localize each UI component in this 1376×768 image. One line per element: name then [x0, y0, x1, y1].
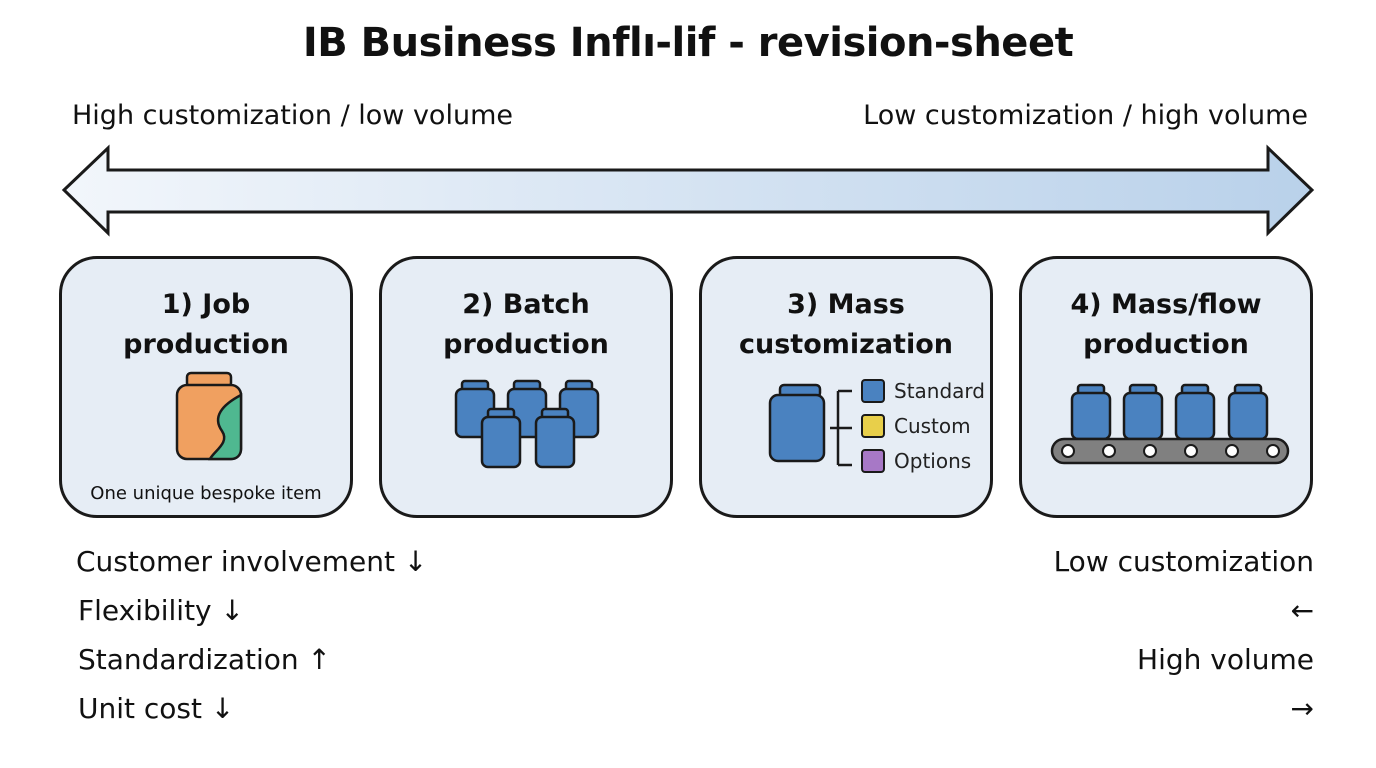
page-title: IB Business Inflı-lif - revision-sheet: [302, 20, 1074, 66]
footer-unit-cost: Unit cost ↓: [78, 692, 235, 725]
card-mass-flow-production: 4) Mass/flow production: [1019, 256, 1313, 518]
legend-options: Options: [894, 449, 971, 473]
double-headed-arrow-icon: [61, 144, 1315, 237]
footer-standardization: Standardization ↑: [78, 643, 332, 676]
card-title-line1: 3) Mass: [787, 289, 905, 320]
left-arrow-icon: ←: [1290, 594, 1314, 627]
legend-standard: Standard: [894, 379, 985, 403]
card-title: 1) Job production: [62, 285, 350, 365]
bespoke-jar-icon: [175, 371, 243, 461]
card-job-production: 1) Job production One unique bespoke ite…: [59, 256, 353, 518]
options-swatch: [861, 449, 885, 473]
jar-with-options-icon: Standard Custom Options: [768, 379, 985, 473]
batch-jars-icon: [454, 379, 600, 469]
right-arrow-icon: →: [1290, 692, 1314, 725]
card-title: 3) Mass customization: [702, 285, 990, 365]
card-title-line2: production: [123, 329, 289, 360]
conveyor-belt-icon: [1050, 383, 1290, 465]
custom-swatch: [861, 414, 885, 438]
card-title-line2: customization: [738, 329, 953, 360]
card-title-line1: 1) Job: [161, 289, 251, 320]
scale-right-label: Low customization / high volume: [863, 100, 1308, 131]
footer-low-customization: Low customization: [1053, 545, 1314, 578]
card-caption: One unique bespoke item: [90, 483, 322, 504]
footer-customer-involvement: Customer involvement ↓: [76, 545, 428, 578]
card-title-line1: 2) Batch: [462, 289, 590, 320]
scale-left-label: High customization / low volume: [72, 100, 513, 131]
legend-custom: Custom: [894, 414, 971, 438]
card-mass-customization: 3) Mass customization Standard Custom Op…: [699, 256, 993, 518]
card-title: 2) Batch production: [382, 285, 670, 365]
card-title-line2: production: [443, 329, 609, 360]
card-title: 4) Mass/flow production: [1022, 285, 1310, 365]
card-title-line1: 4) Mass/flow: [1070, 289, 1262, 320]
footer-flexibility: Flexibility ↓: [78, 594, 244, 627]
card-title-line2: production: [1083, 329, 1249, 360]
footer-high-volume: High volume: [1137, 643, 1314, 676]
standard-swatch: [861, 379, 885, 403]
card-batch-production: 2) Batch production: [379, 256, 673, 518]
